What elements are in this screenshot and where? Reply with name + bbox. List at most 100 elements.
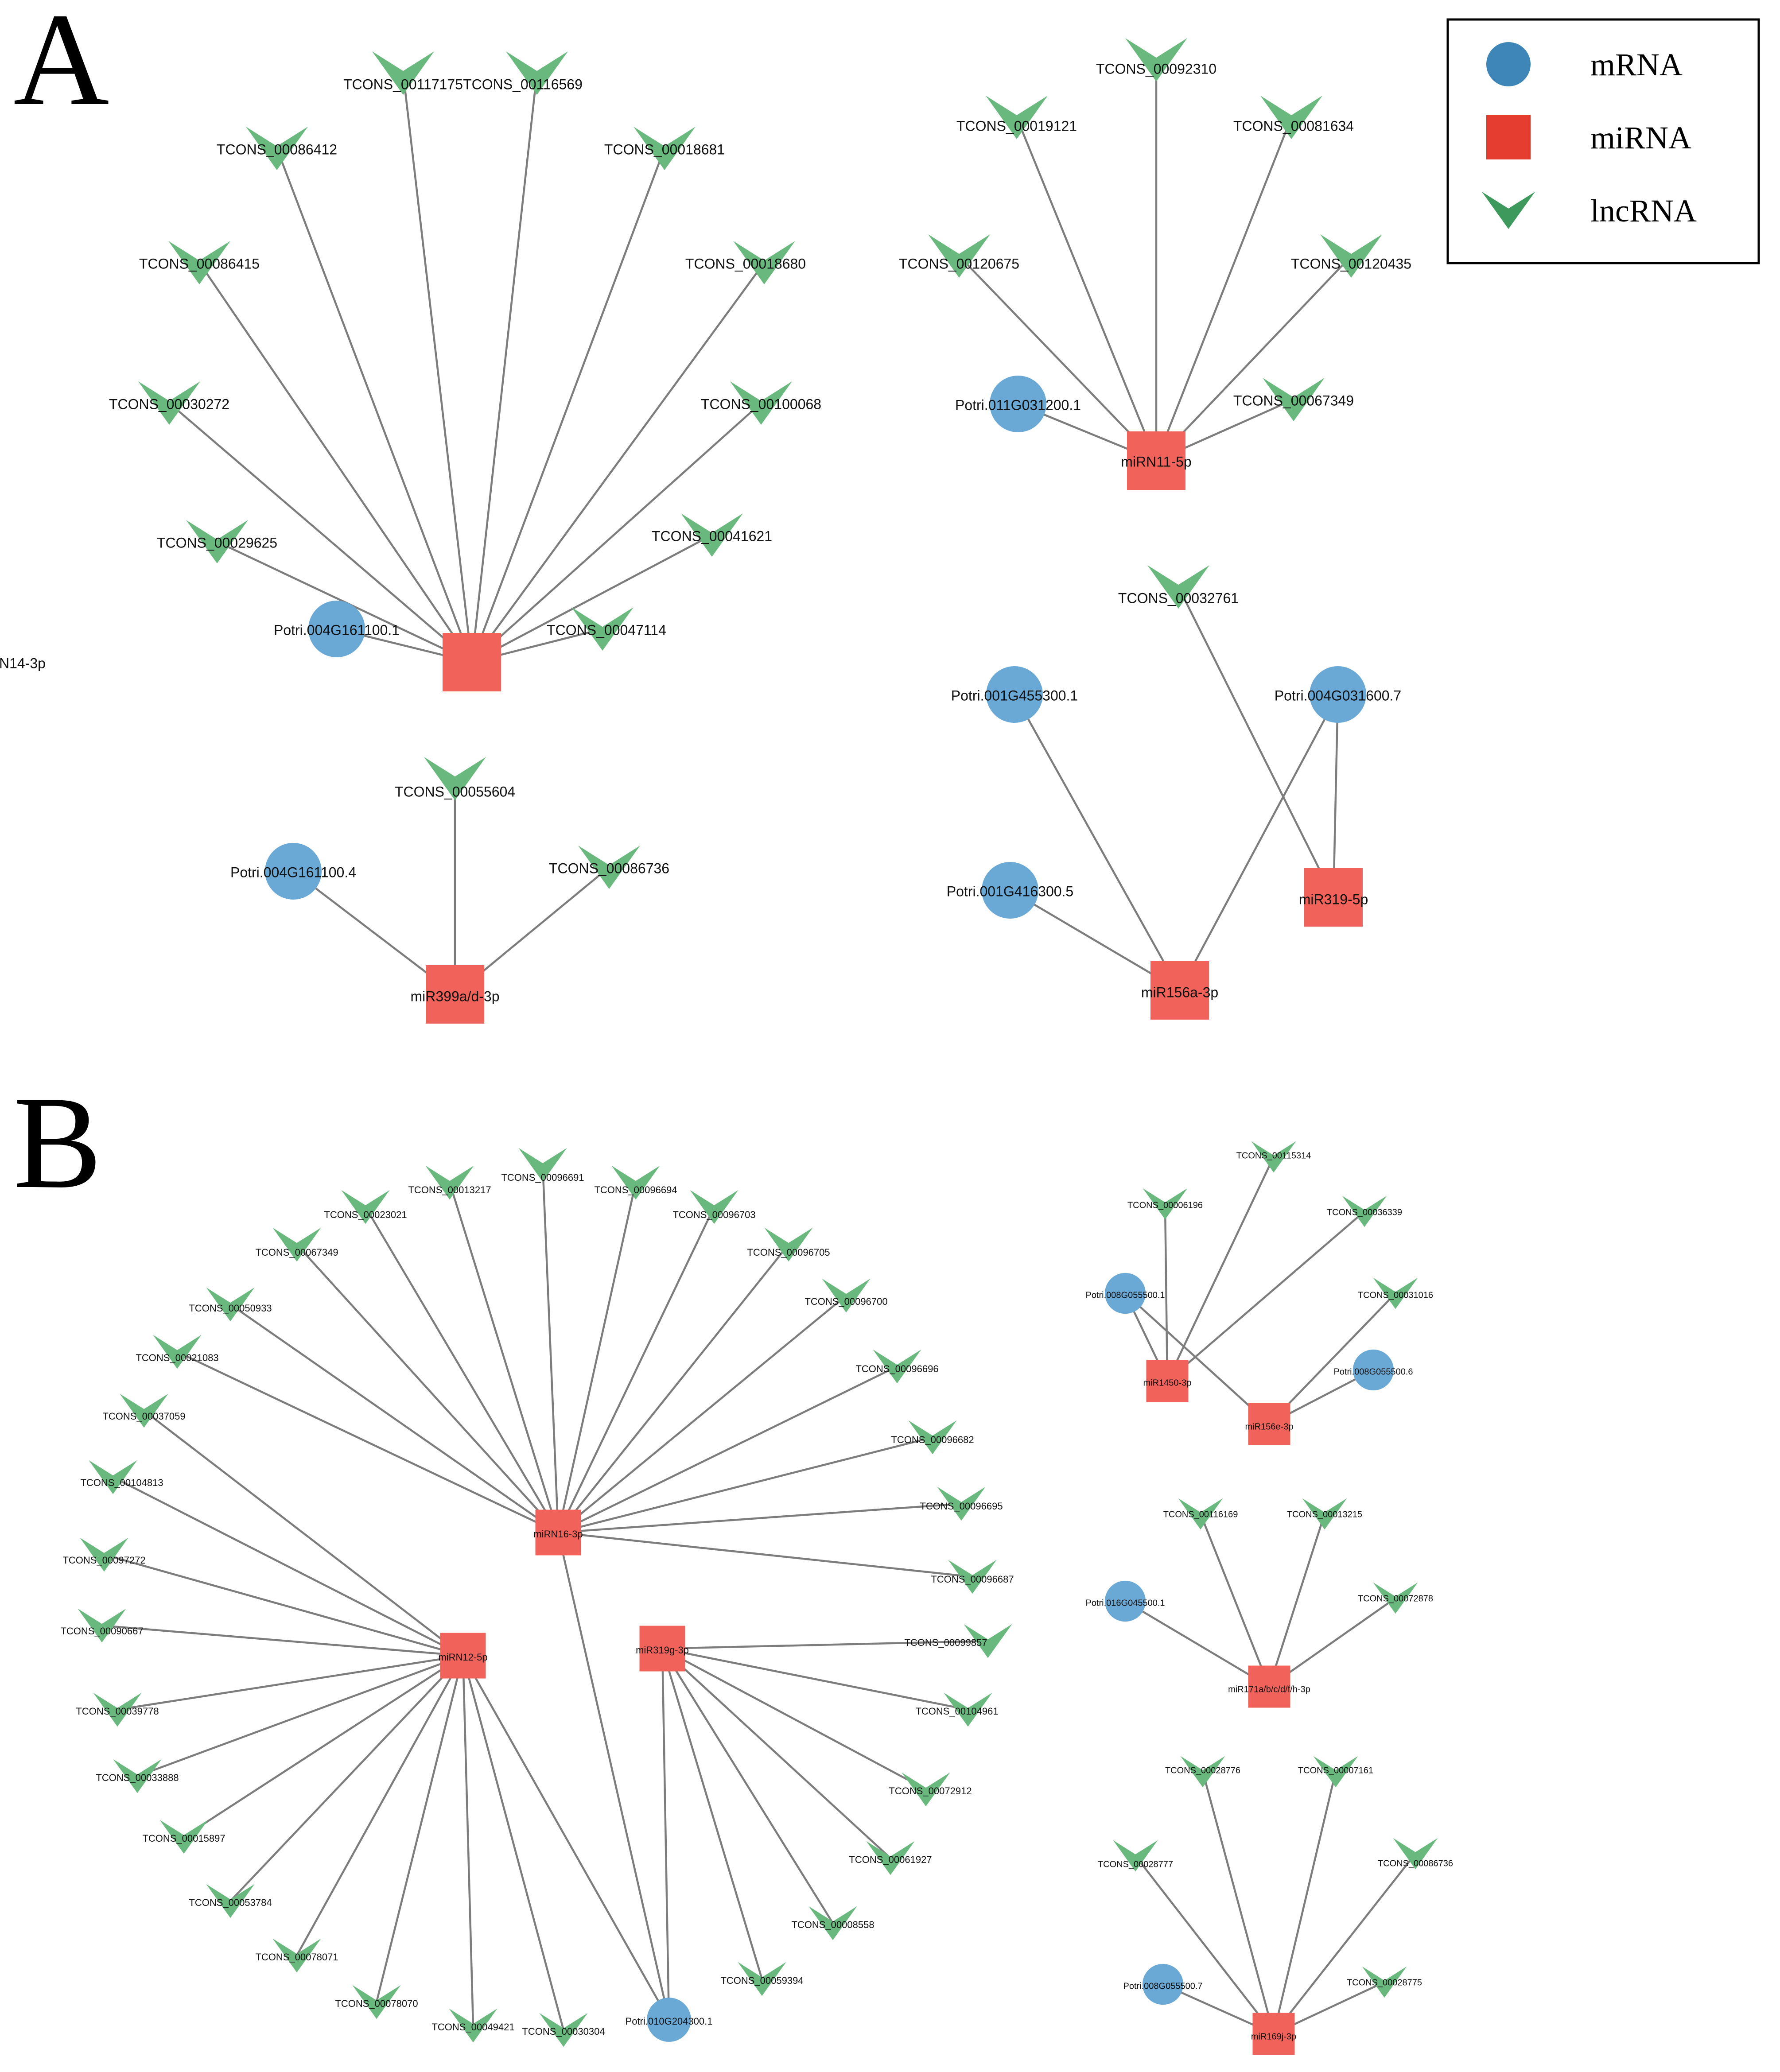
lncrna-node-tcons-00067349 (1263, 378, 1325, 421)
node-label-tcons-00072912: TCONS_00072912 (889, 1785, 972, 1797)
edge-mirn14-3p-tcons-00100068 (471, 402, 762, 663)
node-label-potri-001g455300-1: Potri.001G455300.1 (951, 687, 1078, 703)
node-label-tcons-00116569: TCONS_00116569 (463, 76, 583, 92)
lncrna-node-tcons-00036339 (1342, 1195, 1387, 1227)
node-label-tcons-00019121: TCONS_00019121 (956, 118, 1077, 134)
lncrna-node-tcons-00096687 (948, 1560, 997, 1594)
edge-mir1450-3p-tcons-00115314 (1166, 1156, 1275, 1381)
edge-mirn11-5p-tcons-00120675 (958, 255, 1157, 462)
node-label-tcons-00037059: TCONS_00037059 (102, 1411, 185, 1422)
edge-mirn14-3p-tcons-00086415 (198, 262, 473, 663)
edge-mirn16-3p-tcons-00096687 (558, 1531, 973, 1578)
nodes-layer (78, 38, 1438, 2055)
lncrna-node-tcons-00104813 (89, 1460, 137, 1494)
lncrna-node-tcons-00072878 (1373, 1582, 1418, 1614)
lncrna-node-tcons-00049421 (449, 2008, 497, 2043)
node-label-tcons-00117175: TCONS_00117175 (343, 76, 463, 92)
lncrna-node-tcons-00047114 (571, 607, 633, 651)
mrna-node-potri-008g055500-1 (1104, 1273, 1146, 1314)
node-label-tcons-00092310: TCONS_00092310 (1096, 61, 1216, 77)
edge-mirn14-3p-tcons-00030272 (168, 402, 473, 663)
lncrna-node-tcons-00096682 (908, 1420, 957, 1455)
edge-mir156e-3p-tcons-00031016 (1268, 1292, 1396, 1425)
node-label-tcons-00096694: TCONS_00096694 (594, 1184, 677, 1195)
node-label-tcons-00030304: TCONS_00030304 (522, 2026, 605, 2037)
lncrna-node-tcons-00013217 (425, 1165, 474, 1200)
mirna-label-mirn12-5p: miRN12-5p (438, 1652, 487, 1663)
mirna-label-mir169j-3p: miR169j-3p (1251, 2032, 1296, 2041)
edge-mirn16-3p-tcons-00023021 (365, 1206, 559, 1533)
mrna-node-potri-004g161100-1 (308, 601, 365, 657)
lncrna-node-tcons-00120435 (1320, 234, 1382, 278)
lncrna-node-tcons-00078070 (352, 1985, 401, 2019)
edge-mirn16-3p-tcons-00021083 (177, 1350, 559, 1534)
node-label-tcons-00072878: TCONS_00072878 (1358, 1594, 1433, 1603)
legend-label-lncrna: lncRNA (1590, 193, 1697, 229)
lncrna-node-tcons-00018680 (733, 241, 795, 284)
edge-mir319g-3p-tcons-00061927 (661, 1648, 891, 1859)
mrna-node-potri-008g055500-6 (1352, 1349, 1394, 1391)
lncrna-node-tcons-00072912 (902, 1772, 950, 1807)
edge-mir319g-3p-tcons-00008558 (661, 1648, 834, 1924)
node-label-tcons-00081634: TCONS_00081634 (1233, 118, 1354, 134)
lncrna-node-tcons-00096691 (518, 1148, 567, 1182)
mirna-label-mir171a-b-c-d-f-h-3p: miR171a/b/c/d/f/h-3p (1228, 1684, 1310, 1694)
node-label-tcons-00086415: TCONS_00086415 (139, 256, 260, 272)
node-label-tcons-00021083: TCONS_00021083 (136, 1352, 218, 1363)
node-label-potri-001g416300-5: Potri.001G416300.5 (947, 883, 1073, 899)
lncrna-node-tcons-00104961 (944, 1692, 992, 1727)
node-label-tcons-00059394: TCONS_00059394 (720, 1975, 803, 1986)
mrna-node-potri-008g055500-7 (1142, 1963, 1184, 2005)
lncrna-node-tcons-00028775 (1362, 1966, 1407, 1998)
lncrna-node-tcons-00050933 (206, 1287, 255, 1322)
lncrna-node-tcons-00096694 (611, 1165, 660, 1200)
edge-mir171a-b-c-d-f-h-3p-potri-016g045500-1 (1124, 1600, 1270, 1688)
node-label-tcons-00078071: TCONS_00078071 (255, 1952, 338, 1963)
lncrna-node-tcons-00015897 (159, 1820, 208, 1854)
lncrna-node-tcons-00055604 (424, 757, 486, 800)
node-label-tcons-00115314: TCONS_00115314 (1236, 1151, 1311, 1160)
lncrna-node-tcons-00053784 (206, 1884, 255, 1918)
edge-mir171a-b-c-d-f-h-3p-tcons-00013215 (1268, 1513, 1326, 1687)
lncrna-node-tcons-00039778 (93, 1692, 142, 1727)
edge-mirn14-3p-tcons-00117175 (402, 73, 473, 663)
mrna-node-potri-010g204300-1 (647, 1998, 691, 2042)
node-label-tcons-00096700: TCONS_00096700 (804, 1296, 887, 1307)
lncrna-node-tcons-00116569 (506, 51, 568, 95)
node-label-tcons-00007161: TCONS_00007161 (1298, 1765, 1373, 1775)
lncrna-node-tcons-00116169 (1178, 1498, 1223, 1530)
node-label-tcons-00096687: TCONS_00096687 (931, 1574, 1014, 1585)
node-label-tcons-00090667: TCONS_00090667 (60, 1626, 143, 1637)
node-label-tcons-00086736: TCONS_00086736 (1378, 1859, 1453, 1868)
node-label-potri-011g031200-1: Potri.011G031200.1 (955, 397, 1081, 413)
lncrna-node-tcons-00023021 (341, 1190, 390, 1224)
edge-mir156e-3p-potri-008g055500-1 (1124, 1292, 1270, 1425)
edge-mirn16-3p-tcons-00096694 (557, 1182, 637, 1533)
node-label-tcons-00067349: TCONS_00067349 (1233, 392, 1354, 408)
node-label-tcons-00078070: TCONS_00078070 (335, 1998, 418, 2009)
node-label-tcons-00041621: TCONS_00041621 (652, 528, 772, 544)
mirna-label-mir156e-3p: miR156e-3p (1245, 1422, 1294, 1432)
edge-mirn16-3p-tcons-00067349 (296, 1244, 559, 1533)
lncrna-node-tcons-00090667 (78, 1608, 126, 1643)
edge-mirn16-3p-tcons-00096682 (558, 1436, 933, 1534)
node-label-potri-008g055500-6: Potri.008G055500.6 (1333, 1367, 1413, 1377)
lncrna-node-tcons-00032761 (1147, 565, 1209, 609)
node-label-tcons-00120675: TCONS_00120675 (899, 256, 1019, 272)
node-label-tcons-00023021: TCONS_00023021 (324, 1209, 407, 1220)
mirna-label-mirn11-5p: miRN11-5p (1121, 454, 1191, 469)
mirna-node-mirn14-3p (443, 633, 501, 691)
mrna-node-potri-001g416300-5 (982, 862, 1038, 919)
mrna-node-potri-001g455300-1 (986, 666, 1043, 723)
mirna-node-mir171a-b-c-d-f-h-3p (1248, 1665, 1290, 1708)
lncrna-node-tcons-00061927 (866, 1841, 915, 1875)
lncrna-node-tcons-00067349 (272, 1227, 321, 1262)
edge-mirn12-5p-tcons-00039778 (117, 1654, 463, 1711)
mrna-node-potri-004g031600-7 (1310, 666, 1366, 723)
node-label-tcons-00008558: TCONS_00008558 (791, 1919, 874, 1930)
mirna-node-mirn11-5p (1127, 431, 1185, 490)
node-label-tcons-00096696: TCONS_00096696 (855, 1363, 938, 1374)
edge-mirn16-3p-tcons-00096700 (557, 1295, 847, 1533)
node-label-tcons-00006196: TCONS_00006196 (1127, 1200, 1203, 1210)
